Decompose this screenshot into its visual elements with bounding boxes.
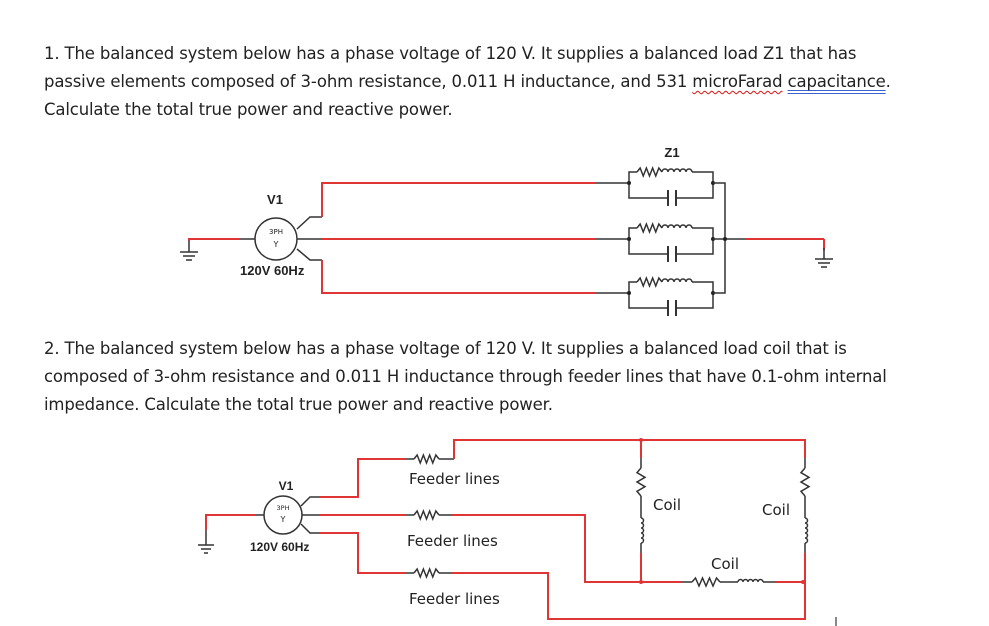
problem-1-text: 1. The balanced system below has a phase… <box>44 40 891 124</box>
feeder-resistor-3 <box>406 566 452 580</box>
load-coil-2 <box>799 458 811 553</box>
resistor-icon <box>691 576 721 588</box>
source-rating-label: 120V 60Hz <box>240 263 305 278</box>
feeder-label-2: Feeder lines <box>407 532 498 550</box>
inductor-icon <box>661 224 693 229</box>
phase-a-wire <box>321 182 595 217</box>
source-rating-label: 120V 60Hz <box>250 540 309 554</box>
problem-2-line-1: 2. The balanced system below has a phase… <box>44 339 847 358</box>
load-branch-3 <box>627 275 715 316</box>
coil-label-1: Coil <box>653 496 681 514</box>
ground-icon <box>198 515 214 554</box>
feeder-resistor-1 <box>406 452 454 466</box>
spellcheck-word[interactable]: microFarad <box>692 72 783 91</box>
line-a-to-load <box>453 439 806 459</box>
problem-2-line-2: composed of 3-ohm resistance and 0.011 H… <box>44 367 887 386</box>
phase-c-wire <box>321 260 595 294</box>
inductor-icon <box>804 517 809 544</box>
problem-1-line-2: passive elements composed of 3-ohm resis… <box>44 68 891 96</box>
grammar-check-word[interactable]: capacitance <box>787 72 886 91</box>
resistor-icon <box>413 566 440 580</box>
load-branch-2 <box>627 221 715 262</box>
resistor-icon <box>636 275 663 289</box>
resistor-icon <box>636 165 663 179</box>
resistor-icon <box>799 467 811 497</box>
inductor-icon <box>661 168 693 173</box>
problem-2-line-3: impedance. Calculate the total true powe… <box>44 395 553 414</box>
problem-1-line-2-text: passive elements composed of 3-ohm resis… <box>44 72 693 91</box>
three-phase-source-icon <box>263 495 303 535</box>
ground-icon <box>180 239 198 261</box>
inductor-icon <box>640 517 645 544</box>
problem-1-line-3: Calculate the total true power and react… <box>44 100 453 119</box>
inductor-icon <box>737 578 764 583</box>
source-name-label: V1 <box>267 192 283 207</box>
load-branch-1 <box>627 165 715 206</box>
phase-c-wire <box>320 532 406 574</box>
coil-label-2: Coil <box>762 501 790 519</box>
resistor-icon <box>413 508 440 522</box>
wire-ground-left <box>188 238 240 240</box>
feeder-label-1: Feeder lines <box>409 470 500 488</box>
line-c-to-load <box>452 572 806 620</box>
phase-a-wire <box>320 458 406 498</box>
source-connection-label: Y <box>280 515 286 524</box>
problem-2-text: 2. The balanced system below has a phase… <box>44 335 887 419</box>
feeder-resistor-2 <box>406 508 452 522</box>
period: . <box>885 72 891 91</box>
coil-label-3: Coil <box>711 555 739 573</box>
resistor-icon <box>636 221 663 235</box>
problem-1-line-1: 1. The balanced system below has a phase… <box>44 44 857 63</box>
wire-ground-left-2 <box>205 514 255 530</box>
line-b-to-load <box>452 514 641 583</box>
resistor-icon <box>413 452 440 466</box>
source-type-label: 3PH <box>277 504 290 512</box>
source-connection-label: Y <box>273 240 279 249</box>
inductor-icon <box>661 278 693 283</box>
source-name-label: V1 <box>279 479 294 493</box>
three-phase-source-icon <box>254 217 298 261</box>
load-coil-3 <box>682 576 775 588</box>
load-coil-1 <box>635 458 647 553</box>
source-type-label: 3PH <box>269 228 283 236</box>
load-name-label: Z1 <box>664 145 679 160</box>
resistor-icon <box>635 467 647 497</box>
ground-icon <box>815 248 833 268</box>
feeder-label-3: Feeder lines <box>409 590 500 608</box>
